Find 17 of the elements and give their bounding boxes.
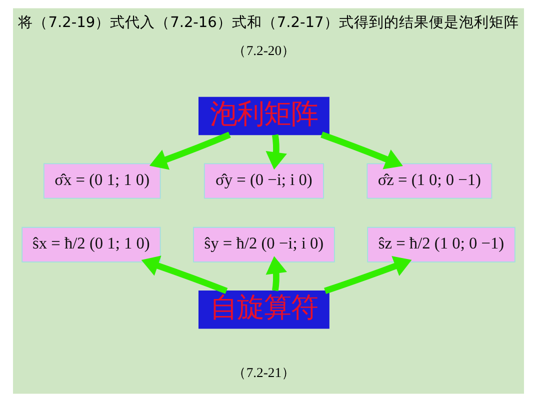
node-box: ŝx = ħ/2 (0 1; 1 0) [21, 226, 160, 262]
node-box: ŝz = ħ/2 (1 0; 0 −1) [366, 226, 515, 262]
node-box: σ̂x = (0 1; 1 0) [42, 163, 160, 199]
node-label: （7.2-21） [232, 364, 296, 380]
diagram-title: 将（7.2-19）式代入（7.2-16）式和（7.2-17）式得到的结果便是泡利矩阵 [18, 15, 518, 32]
arrow [265, 134, 286, 170]
arrow [140, 256, 228, 294]
arrow [148, 132, 230, 170]
node-box: σ̂y = (0 −i; i 0) [203, 163, 324, 199]
node-box: 泡利矩阵 [198, 96, 329, 136]
arrow [324, 256, 412, 294]
node-box: ŝy = ħ/2 (0 −i; i 0) [192, 226, 334, 262]
node-box: σ̂z = (1 0; 0 −1) [366, 163, 492, 199]
node-label: （7.2-20） [232, 43, 296, 58]
node-box: 自旋算符 [198, 290, 329, 329]
arrow [265, 256, 286, 292]
arrow [320, 132, 402, 170]
